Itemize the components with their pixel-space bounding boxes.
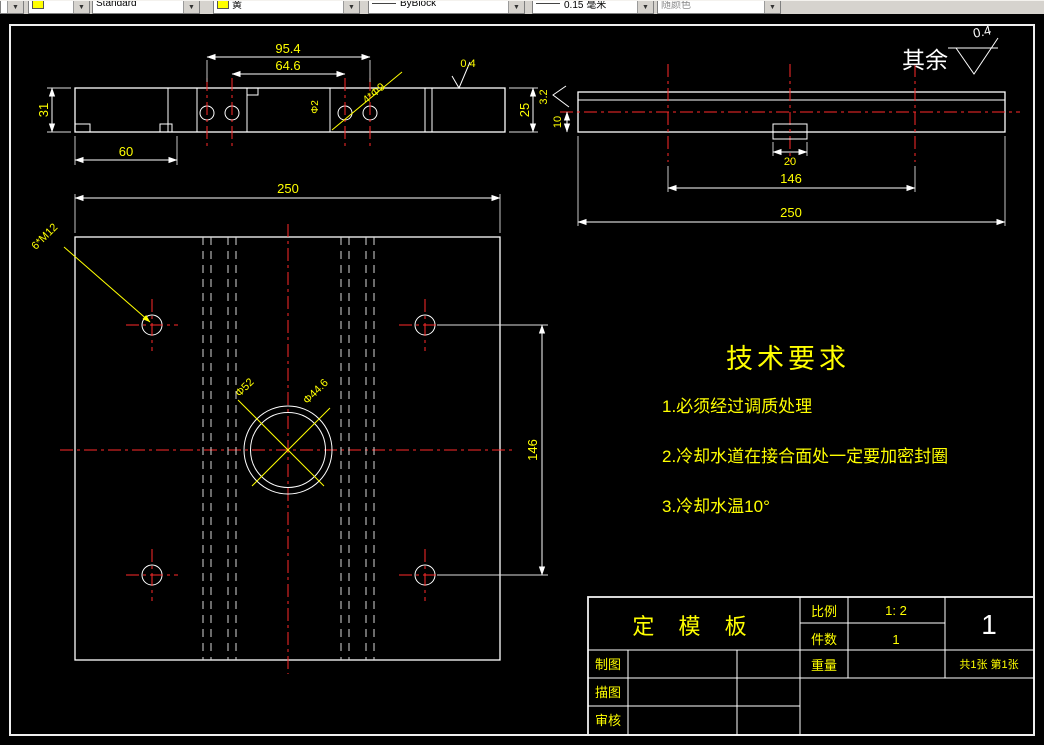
center-bore-inner [250, 412, 326, 488]
linetype-value: ByBlock [400, 0, 437, 9]
text-style-select[interactable]: Standard ▼ [92, 0, 200, 14]
circle-dia-outer: Φ52 [233, 376, 256, 399]
lineweight-value: 0.15 毫米 [564, 0, 607, 11]
dim-95-4: 95.4 [275, 41, 300, 56]
hatch-block [196, 87, 248, 133]
chevron-down-icon: ▼ [508, 1, 524, 13]
hatch-block [431, 87, 506, 133]
roughness-value: 0.4 [460, 58, 475, 70]
chevron-down-icon: ▼ [183, 1, 199, 13]
plan-view: Φ52 Φ44.6 6*M12 250 146 [29, 181, 548, 674]
locating-notch [772, 123, 808, 140]
center-bore-outer [243, 405, 333, 495]
linetype-sample-icon [372, 3, 396, 4]
scale-label: 比例 [811, 604, 837, 619]
section-view: 95.4 64.6 60 31 25 0.4 4*Φ9 Φ2 [36, 41, 538, 165]
dim-250-side: 250 [780, 205, 802, 220]
toolbar-stub-combo[interactable]: ▼ [0, 1, 24, 14]
dim-20: 20 [784, 156, 796, 168]
corner-hole [126, 549, 178, 601]
plotstyle-value: 随颜色 [661, 0, 691, 11]
tracer-label: 描图 [595, 685, 621, 700]
tech-requirement-item: 2.冷却水道在接合面处一定要加密封圈 [662, 447, 948, 466]
note-prefix: 其余 [902, 47, 948, 73]
chevron-down-icon: ▼ [764, 1, 780, 13]
dim-146-plan: 146 [525, 439, 540, 461]
small-callout: Φ2 [310, 100, 321, 114]
dim-31: 31 [36, 103, 51, 117]
weight-label: 重量 [811, 658, 837, 673]
chevron-down-icon: ▼ [343, 1, 359, 13]
layer-control[interactable]: ▼ [28, 1, 90, 14]
color-select[interactable]: 黄 ▼ [213, 0, 360, 14]
side-view: 20 146 250 3.2 10 [538, 64, 1020, 226]
chevron-down-icon: ▼ [637, 1, 653, 13]
color-value: 黄 [232, 0, 242, 11]
dim-250-plan: 250 [277, 181, 299, 196]
lineweight-sample-icon [536, 3, 560, 4]
sheet-note: 共1张 第1张 [959, 657, 1018, 671]
dim-10: 10 [552, 116, 564, 128]
plotstyle-select[interactable]: 随颜色 ▼ [657, 0, 781, 14]
plate-section-outline [74, 87, 506, 133]
corner-hole [126, 299, 178, 351]
dim-25: 25 [517, 103, 532, 117]
drafter-label: 制图 [595, 657, 621, 672]
holes-callout: 4*Φ9 [361, 81, 388, 106]
page-number: 1 [981, 609, 997, 640]
layer-icon [32, 1, 44, 9]
tech-requirements-title: 技术要求 [726, 344, 850, 374]
tech-requirement-item: 1.必须经过调质处理 [662, 397, 812, 416]
thread-callout: 6*M12 [29, 221, 60, 252]
color-swatch-icon [217, 1, 229, 9]
reviewer-label: 审核 [595, 713, 621, 728]
roughness-icon [451, 61, 471, 90]
lineweight-select[interactable]: 0.15 毫米 ▼ [532, 0, 654, 14]
tech-requirement-item: 3.冷却水温10° [662, 497, 770, 516]
toolbar: ▼ ▼ Standard ▼ 黄 ▼ ByBlock ▼ 0.15 毫米 ▼ 随… [0, 0, 1044, 14]
quantity-value: 1 [892, 632, 899, 647]
tech-requirements: 技术要求 1.必须经过调质处理 2.冷却水道在接合面处一定要加密封圈 3.冷却水… [662, 344, 948, 516]
text-style-value: Standard [96, 0, 137, 9]
linetype-select[interactable]: ByBlock ▼ [368, 0, 525, 14]
dim-64-6: 64.6 [275, 58, 300, 73]
circle-dia-inner: Φ44.6 [301, 377, 331, 407]
dim-146-side: 146 [780, 171, 802, 186]
hatch-block [74, 87, 169, 133]
dim-60: 60 [119, 144, 133, 159]
part-name: 定 模 板 [632, 614, 755, 639]
drawing-frame [9, 24, 1035, 736]
roughness-value: 3.2 [538, 89, 550, 104]
general-roughness-note: 其余 0.4 [902, 22, 999, 75]
roughness-icon [948, 37, 999, 75]
chevron-down-icon: ▼ [73, 1, 89, 13]
chevron-down-icon: ▼ [7, 1, 23, 13]
scale-value: 1: 2 [885, 603, 907, 618]
note-roughness: 0.4 [972, 22, 993, 40]
quantity-label: 件数 [811, 632, 837, 647]
title-block: 定 模 板 比例 1: 2 件数 1 1 重量 共1张 第1张 制图 描图 审核 [587, 596, 1035, 736]
roughness-icon [552, 85, 570, 108]
